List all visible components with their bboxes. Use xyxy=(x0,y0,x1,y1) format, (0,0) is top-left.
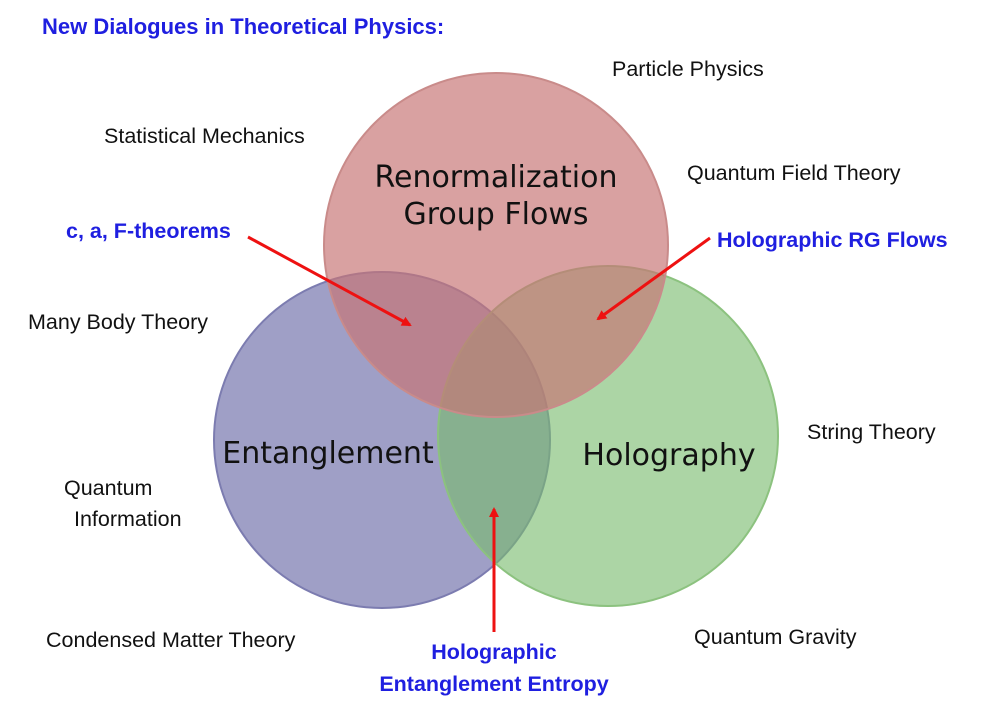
highlight-holographic-entanglement-entropy-line2: Entanglement Entropy xyxy=(379,672,608,696)
field-particle-physics: Particle Physics xyxy=(612,57,764,81)
field-condensed-matter-theory: Condensed Matter Theory xyxy=(46,628,296,652)
field-quantum-gravity: Quantum Gravity xyxy=(694,625,857,649)
arrow-holographic-rg-flows xyxy=(596,236,711,321)
arrow-c-a-f-theorems xyxy=(247,235,412,327)
renormalization-label-line1: Renormalization xyxy=(374,160,617,195)
renormalization-circle xyxy=(323,72,669,418)
highlight-holographic-entanglement-entropy-line1: Holographic xyxy=(431,640,556,664)
field-quantum-field-theory: Quantum Field Theory xyxy=(687,161,901,185)
entanglement-label: Entanglement xyxy=(222,436,434,471)
field-string-theory: String Theory xyxy=(807,420,936,444)
renormalization-label-line2: Group Flows xyxy=(404,197,589,232)
highlight-c-a-f-theorems: c, a, F-theorems xyxy=(66,219,231,243)
field-quantum-information-line2: Information xyxy=(74,507,182,531)
field-statistical-mechanics: Statistical Mechanics xyxy=(104,124,305,148)
holography-label: Holography xyxy=(582,438,755,473)
highlight-holographic-rg-flows: Holographic RG Flows xyxy=(717,228,948,252)
page-title: New Dialogues in Theoretical Physics: xyxy=(42,14,444,39)
field-quantum-information-line1: Quantum xyxy=(64,476,152,500)
field-many-body-theory: Many Body Theory xyxy=(28,310,208,334)
